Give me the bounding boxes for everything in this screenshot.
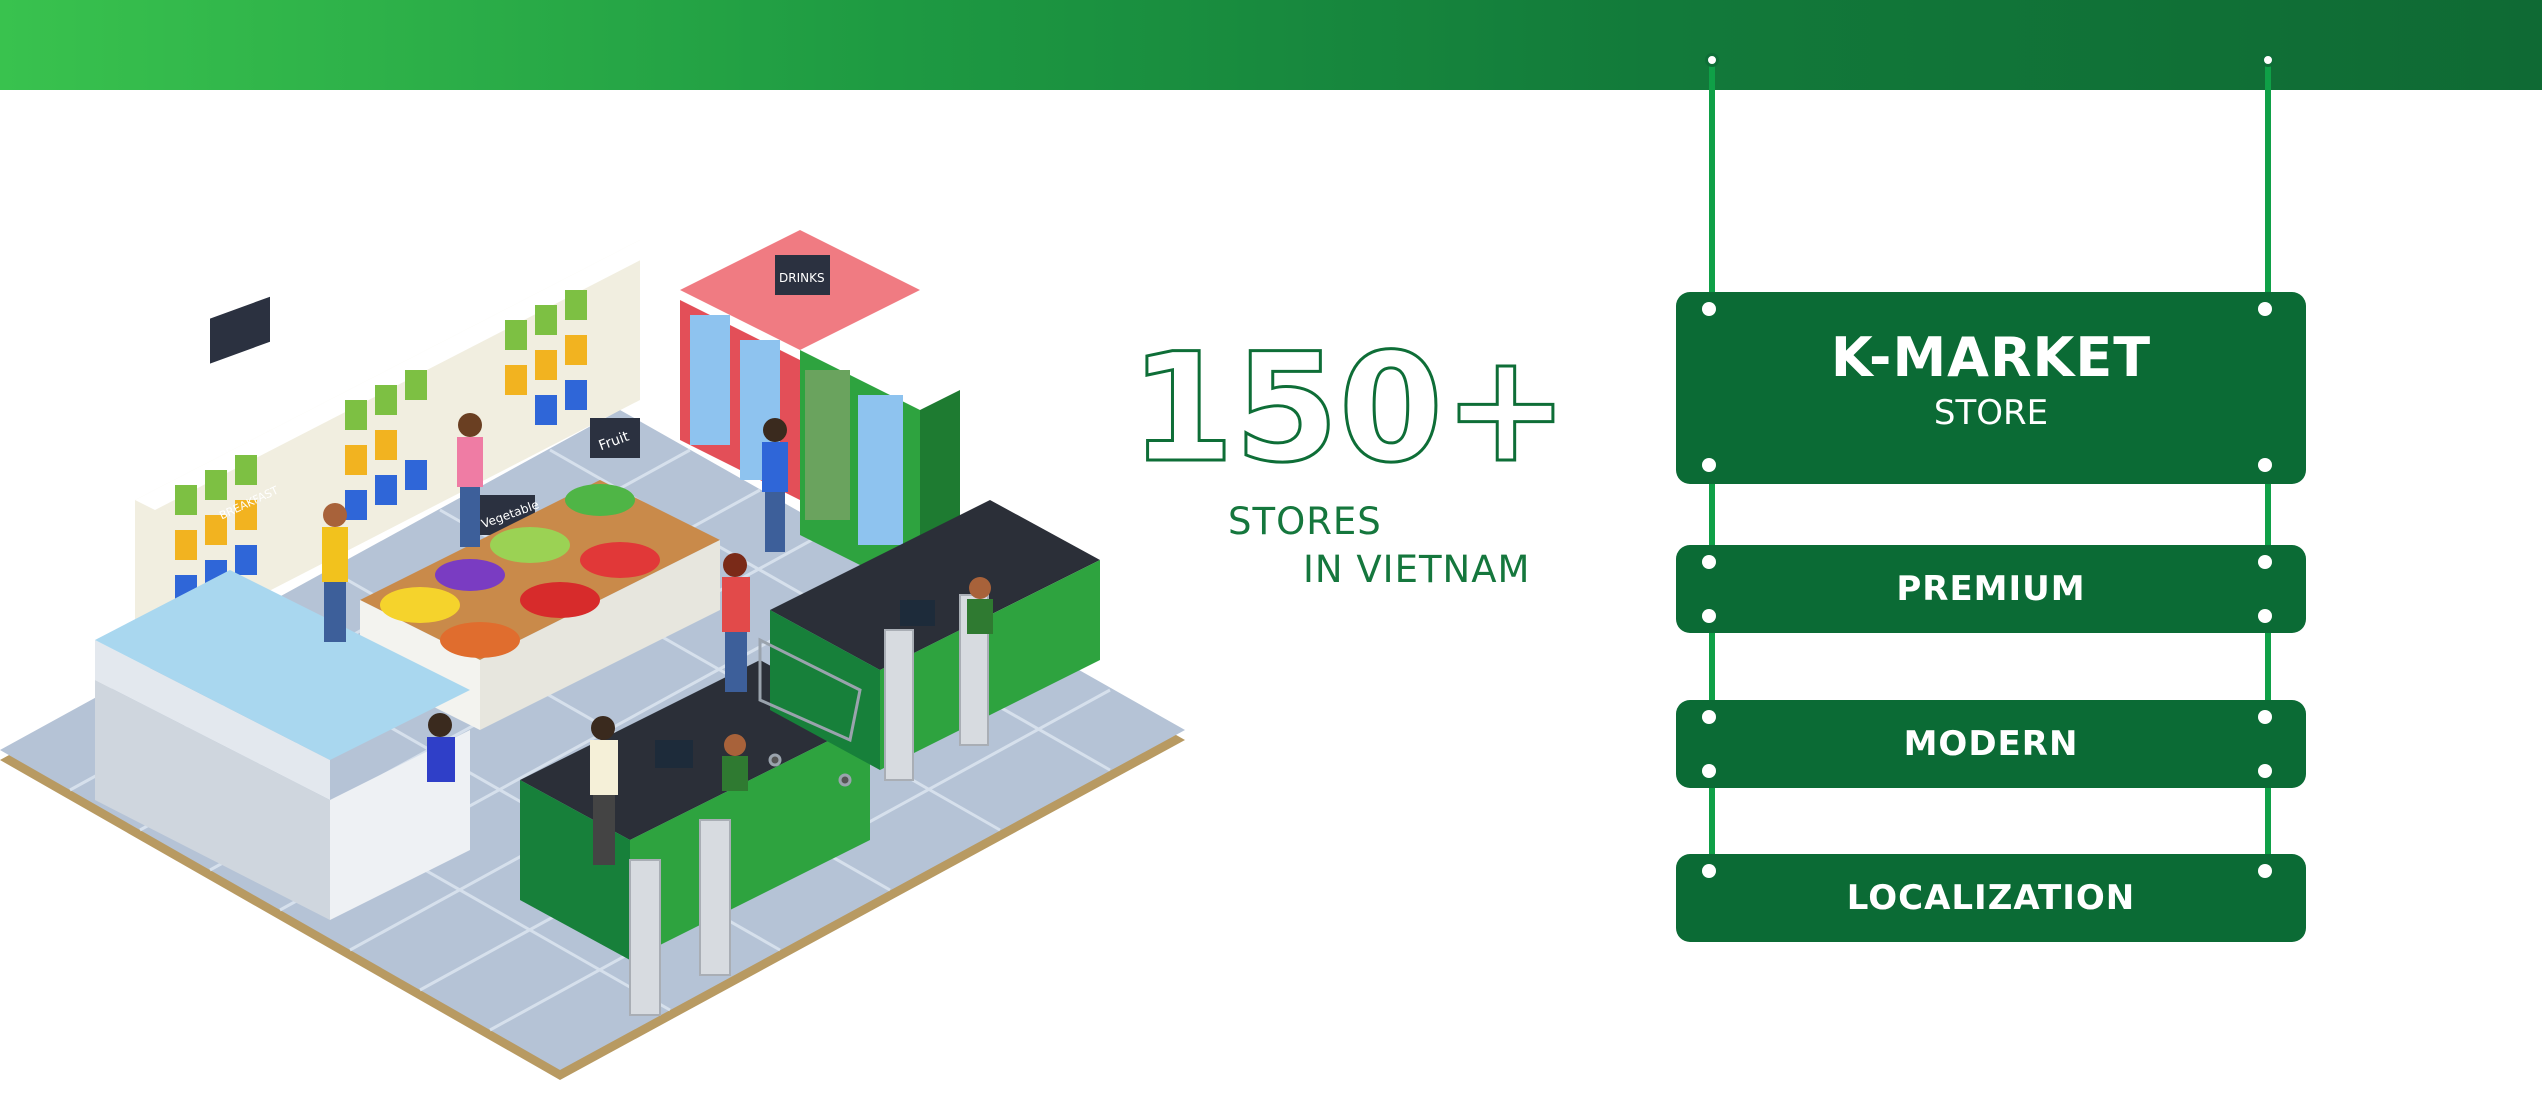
main-sign: K-MARKET STORE: [1676, 292, 2306, 484]
svg-text:150+: 150+: [1130, 322, 1569, 496]
top-banner-bar: [0, 0, 2542, 90]
sign-modern: MODERN: [1676, 700, 2306, 788]
country-label: IN VIETNAM: [1303, 548, 1531, 591]
produce-island: [360, 480, 720, 730]
main-sign-subtitle: STORE: [1933, 393, 2049, 433]
sign-modern-label: MODERN: [1903, 724, 2079, 764]
sign-premium: PREMIUM: [1676, 545, 2306, 633]
security-gates: [629, 594, 989, 1016]
supermarket-illustration: BREAKFAST Vegetable Fruit DRINKS: [0, 230, 1185, 1080]
stores-label: STORES: [1228, 500, 1382, 543]
hook-left: [1705, 53, 1719, 67]
rope-left: [1709, 60, 1715, 910]
sign-localization-label: LOCALIZATION: [1846, 878, 2136, 918]
back-shelves: [135, 240, 660, 660]
shoppers: [322, 413, 993, 865]
hook-right: [2261, 53, 2275, 67]
main-sign-title: K-MARKET: [1830, 326, 2152, 389]
rope-right: [2265, 60, 2271, 910]
freezers: [95, 570, 470, 920]
stores-count: 150+: [1129, 321, 1571, 498]
shelf-sign-fruit: Fruit: [590, 418, 640, 458]
svg-text:DRINKS: DRINKS: [779, 271, 825, 285]
sign-localization: LOCALIZATION: [1676, 854, 2306, 942]
drink-fridges: DRINKS: [680, 230, 960, 595]
shopping-cart: [758, 637, 862, 787]
hanging-signs: K-MARKET STORE PREMIUM MODERN LOCALIZATI…: [1650, 40, 2350, 960]
sign-premium-label: PREMIUM: [1896, 569, 2086, 609]
